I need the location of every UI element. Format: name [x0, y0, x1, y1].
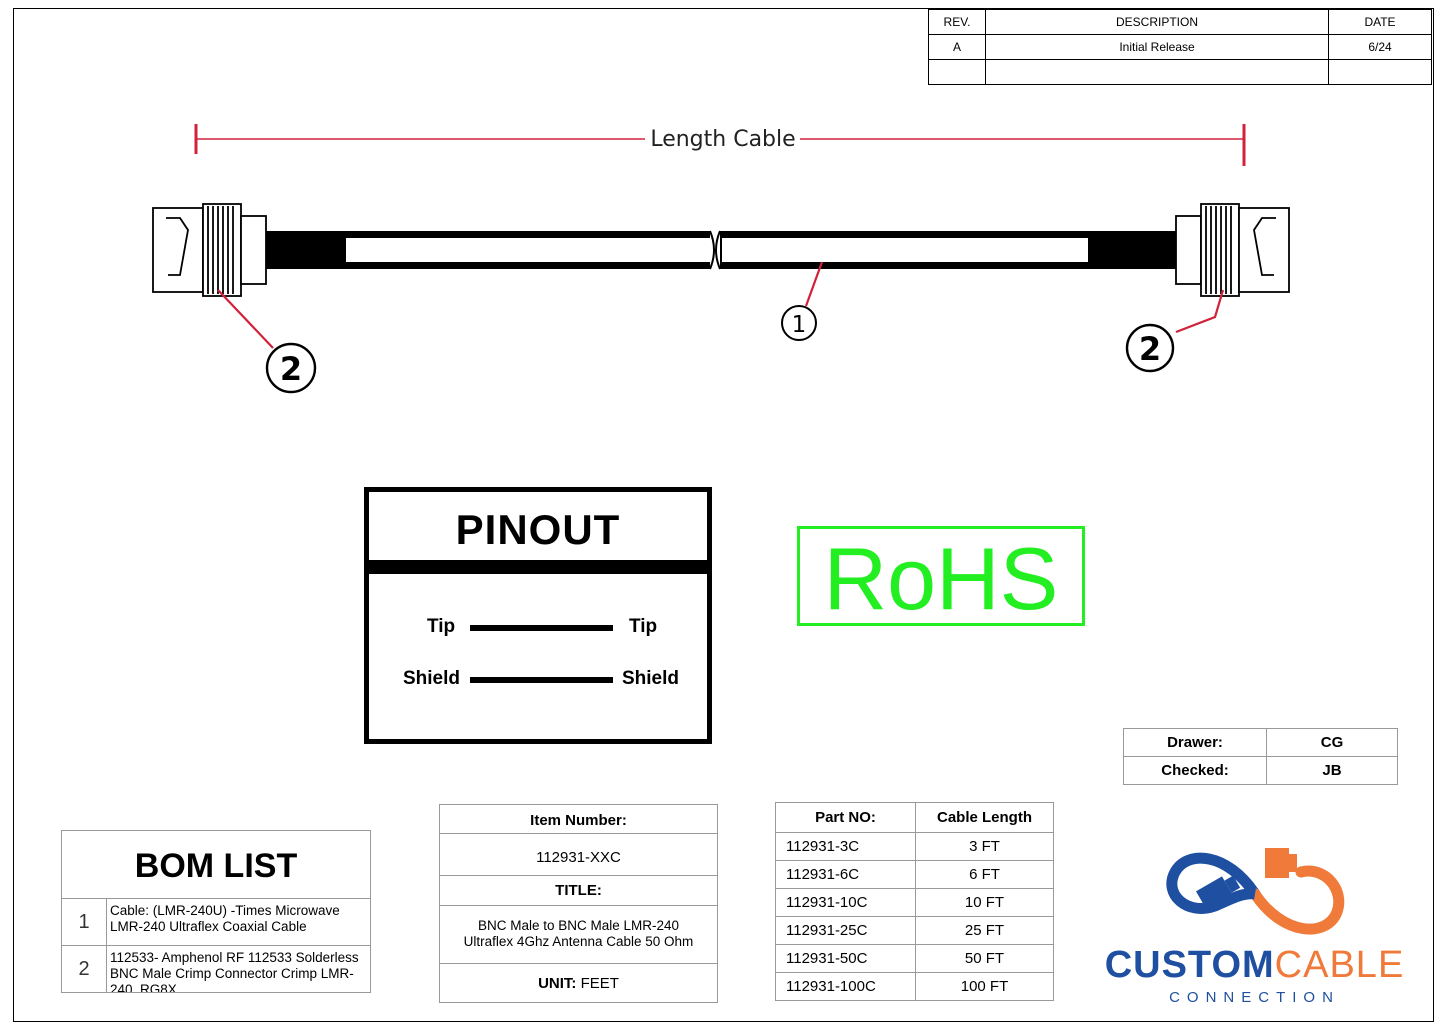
description-cell: Initial Release — [985, 34, 1329, 60]
left-bnc-connector — [152, 203, 267, 297]
callout-2-right-label: 2 — [1139, 330, 1161, 368]
rev-cell: A — [928, 34, 986, 60]
sign-off-table: Drawer: CG Checked: JB — [1123, 728, 1398, 785]
callout-2-right: 2 — [1125, 323, 1175, 373]
unit-value: FEET — [580, 975, 619, 992]
logo-word-custom: CUSTOM — [1104, 944, 1275, 986]
callout-1-label: 1 — [792, 312, 807, 338]
cable-length: 10 FT — [915, 888, 1054, 917]
logo-wordmark: CUSTOMCABLE — [1087, 944, 1422, 987]
revision-row: A Initial Release 6/24 — [928, 34, 1432, 60]
drawer-label: Drawer: — [1123, 728, 1267, 757]
checked-value: JB — [1266, 756, 1398, 785]
item-block: Item Number: 112931-XXC TITLE: BNC Male … — [439, 804, 718, 1003]
callout-leaders — [217, 261, 1225, 349]
pin-right-tip: Tip — [629, 616, 658, 637]
pin-right-shield: Shield — [622, 668, 680, 689]
rohs-badge: RoHS — [797, 526, 1085, 628]
cable-body — [266, 230, 1176, 270]
callout-2-left: 2 — [265, 342, 317, 394]
rev-header: REV. — [928, 9, 986, 35]
part-header-row: Part NO: Cable Length — [775, 802, 1054, 833]
length-dimension — [194, 124, 1246, 166]
date-cell — [1328, 59, 1432, 85]
title-value: BNC Male to BNC Male LMR-240 Ultraflex 4… — [440, 906, 717, 964]
rev-cell — [928, 59, 986, 85]
date-cell: 6/24 — [1328, 34, 1432, 60]
cable-length: 100 FT — [915, 972, 1054, 1001]
pin-wire-tip — [470, 625, 613, 631]
checked-row: Checked: JB — [1123, 756, 1398, 785]
part-header: Part NO: — [775, 802, 916, 833]
description-header: DESCRIPTION — [985, 9, 1329, 35]
callout-1: 1 — [781, 305, 817, 341]
pin-left-tip: Tip — [427, 616, 456, 637]
item-number-value: 112931-XXC — [440, 834, 717, 876]
right-bnc-connector — [1175, 203, 1290, 297]
part-number: 112931-6C — [775, 860, 916, 889]
drawer-value: CG — [1266, 728, 1398, 757]
length-header: Cable Length — [915, 802, 1054, 833]
cable-drawing: Length Cable 2 — [152, 124, 1290, 394]
logo-word-cable: CABLE — [1274, 944, 1405, 986]
revision-header-row: REV. DESCRIPTION DATE — [928, 9, 1432, 35]
bom-row: 1 Cable: (LMR-240U) -Times Microwave LMR… — [62, 899, 370, 946]
revision-table: REV. DESCRIPTION DATE A Initial Release … — [928, 9, 1432, 85]
bom-item-number: 2 — [62, 946, 107, 992]
part-number: 112931-3C — [775, 832, 916, 861]
pinout-box: PINOUT Tip Tip Shield Shield — [364, 487, 712, 744]
pinout-title: PINOUT — [369, 492, 707, 574]
part-number: 112931-25C — [775, 916, 916, 945]
description-cell — [985, 59, 1329, 85]
cable-length: 6 FT — [915, 860, 1054, 889]
checked-label: Checked: — [1123, 756, 1267, 785]
cable-length: 25 FT — [915, 916, 1054, 945]
logo-subtitle: CONNECTION — [1169, 989, 1340, 1006]
part-number: 112931-50C — [775, 944, 916, 973]
bom-item-text: 112533- Amphenol RF 112533 Solderless BN… — [110, 950, 359, 992]
bom-list: BOM LIST 1 Cable: (LMR-240U) -Times Micr… — [61, 830, 371, 993]
cable-infinity-icon — [1166, 848, 1345, 935]
bom-item-number: 1 — [62, 899, 107, 945]
pin-wire-shield — [470, 677, 613, 683]
item-number-label: Item Number: — [440, 805, 717, 834]
drawer-row: Drawer: CG — [1123, 728, 1398, 757]
bom-title: BOM LIST — [62, 831, 370, 899]
unit-label: UNIT: — [538, 975, 577, 992]
part-number: 112931-100C — [775, 972, 916, 1001]
company-logo: CUSTOMCABLE CONNECTION — [1087, 832, 1422, 1010]
bom-item-text: Cable: (LMR-240U) -Times Microwave LMR-2… — [110, 903, 340, 934]
revision-row — [928, 59, 1432, 85]
bom-row: 2 112533- Amphenol RF 112533 Solderless … — [62, 946, 370, 992]
date-header: DATE — [1328, 9, 1432, 35]
cable-length: 50 FT — [915, 944, 1054, 973]
part-number: 112931-10C — [775, 888, 916, 917]
cable-length: 3 FT — [915, 832, 1054, 861]
pin-left-shield: Shield — [403, 668, 461, 689]
drawing-frame — [13, 8, 1434, 1022]
callout-2-left-label: 2 — [280, 350, 302, 388]
length-cable-label: Length Cable — [650, 127, 795, 152]
title-label: TITLE: — [440, 876, 717, 906]
unit-row: UNIT: FEET — [440, 964, 717, 1002]
